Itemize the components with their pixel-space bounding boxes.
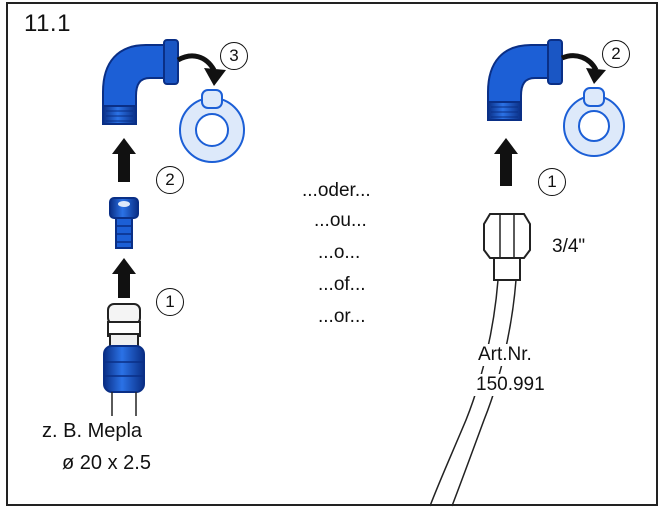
pipe-caption-line2: ø 20 x 2.5 [62, 452, 151, 474]
up-arrow-icon [112, 258, 136, 298]
shower-head-right [563, 87, 625, 157]
shower-head-left [179, 89, 245, 163]
article-number: 150.991 [474, 374, 547, 396]
elbow-fitting-left [102, 39, 179, 125]
step-2-badge: 2 [602, 40, 630, 68]
alt-text-fr: ...ou... [314, 210, 367, 231]
alt-text-nl: ...of... [318, 274, 366, 295]
up-arrow-icon [494, 138, 518, 186]
step-1-badge: 1 [156, 288, 184, 316]
thread-size-label: 3/4" [552, 236, 586, 257]
nipple-fitting [109, 197, 139, 249]
figure-number: 11.1 [24, 10, 71, 37]
alt-text-de: ...oder... [302, 180, 371, 201]
flexible-hose [429, 279, 517, 507]
step-2-badge: 2 [156, 166, 184, 194]
elbow-fitting-right [487, 39, 563, 121]
curved-arrow-icon [561, 53, 606, 84]
pipe-caption-line1: z. B. Mepla [42, 420, 143, 442]
up-arrow-icon [112, 138, 136, 182]
alt-text-en: ...or... [318, 306, 366, 327]
alt-text-it: ...o... [318, 242, 361, 263]
curved-arrow-icon [176, 53, 226, 86]
hose-nut [483, 213, 531, 281]
step-1-badge: 1 [538, 168, 566, 196]
mepla-pipe-fitting [103, 303, 145, 416]
article-label: Art.Nr. [476, 344, 534, 366]
step-3-badge: 3 [220, 42, 248, 70]
